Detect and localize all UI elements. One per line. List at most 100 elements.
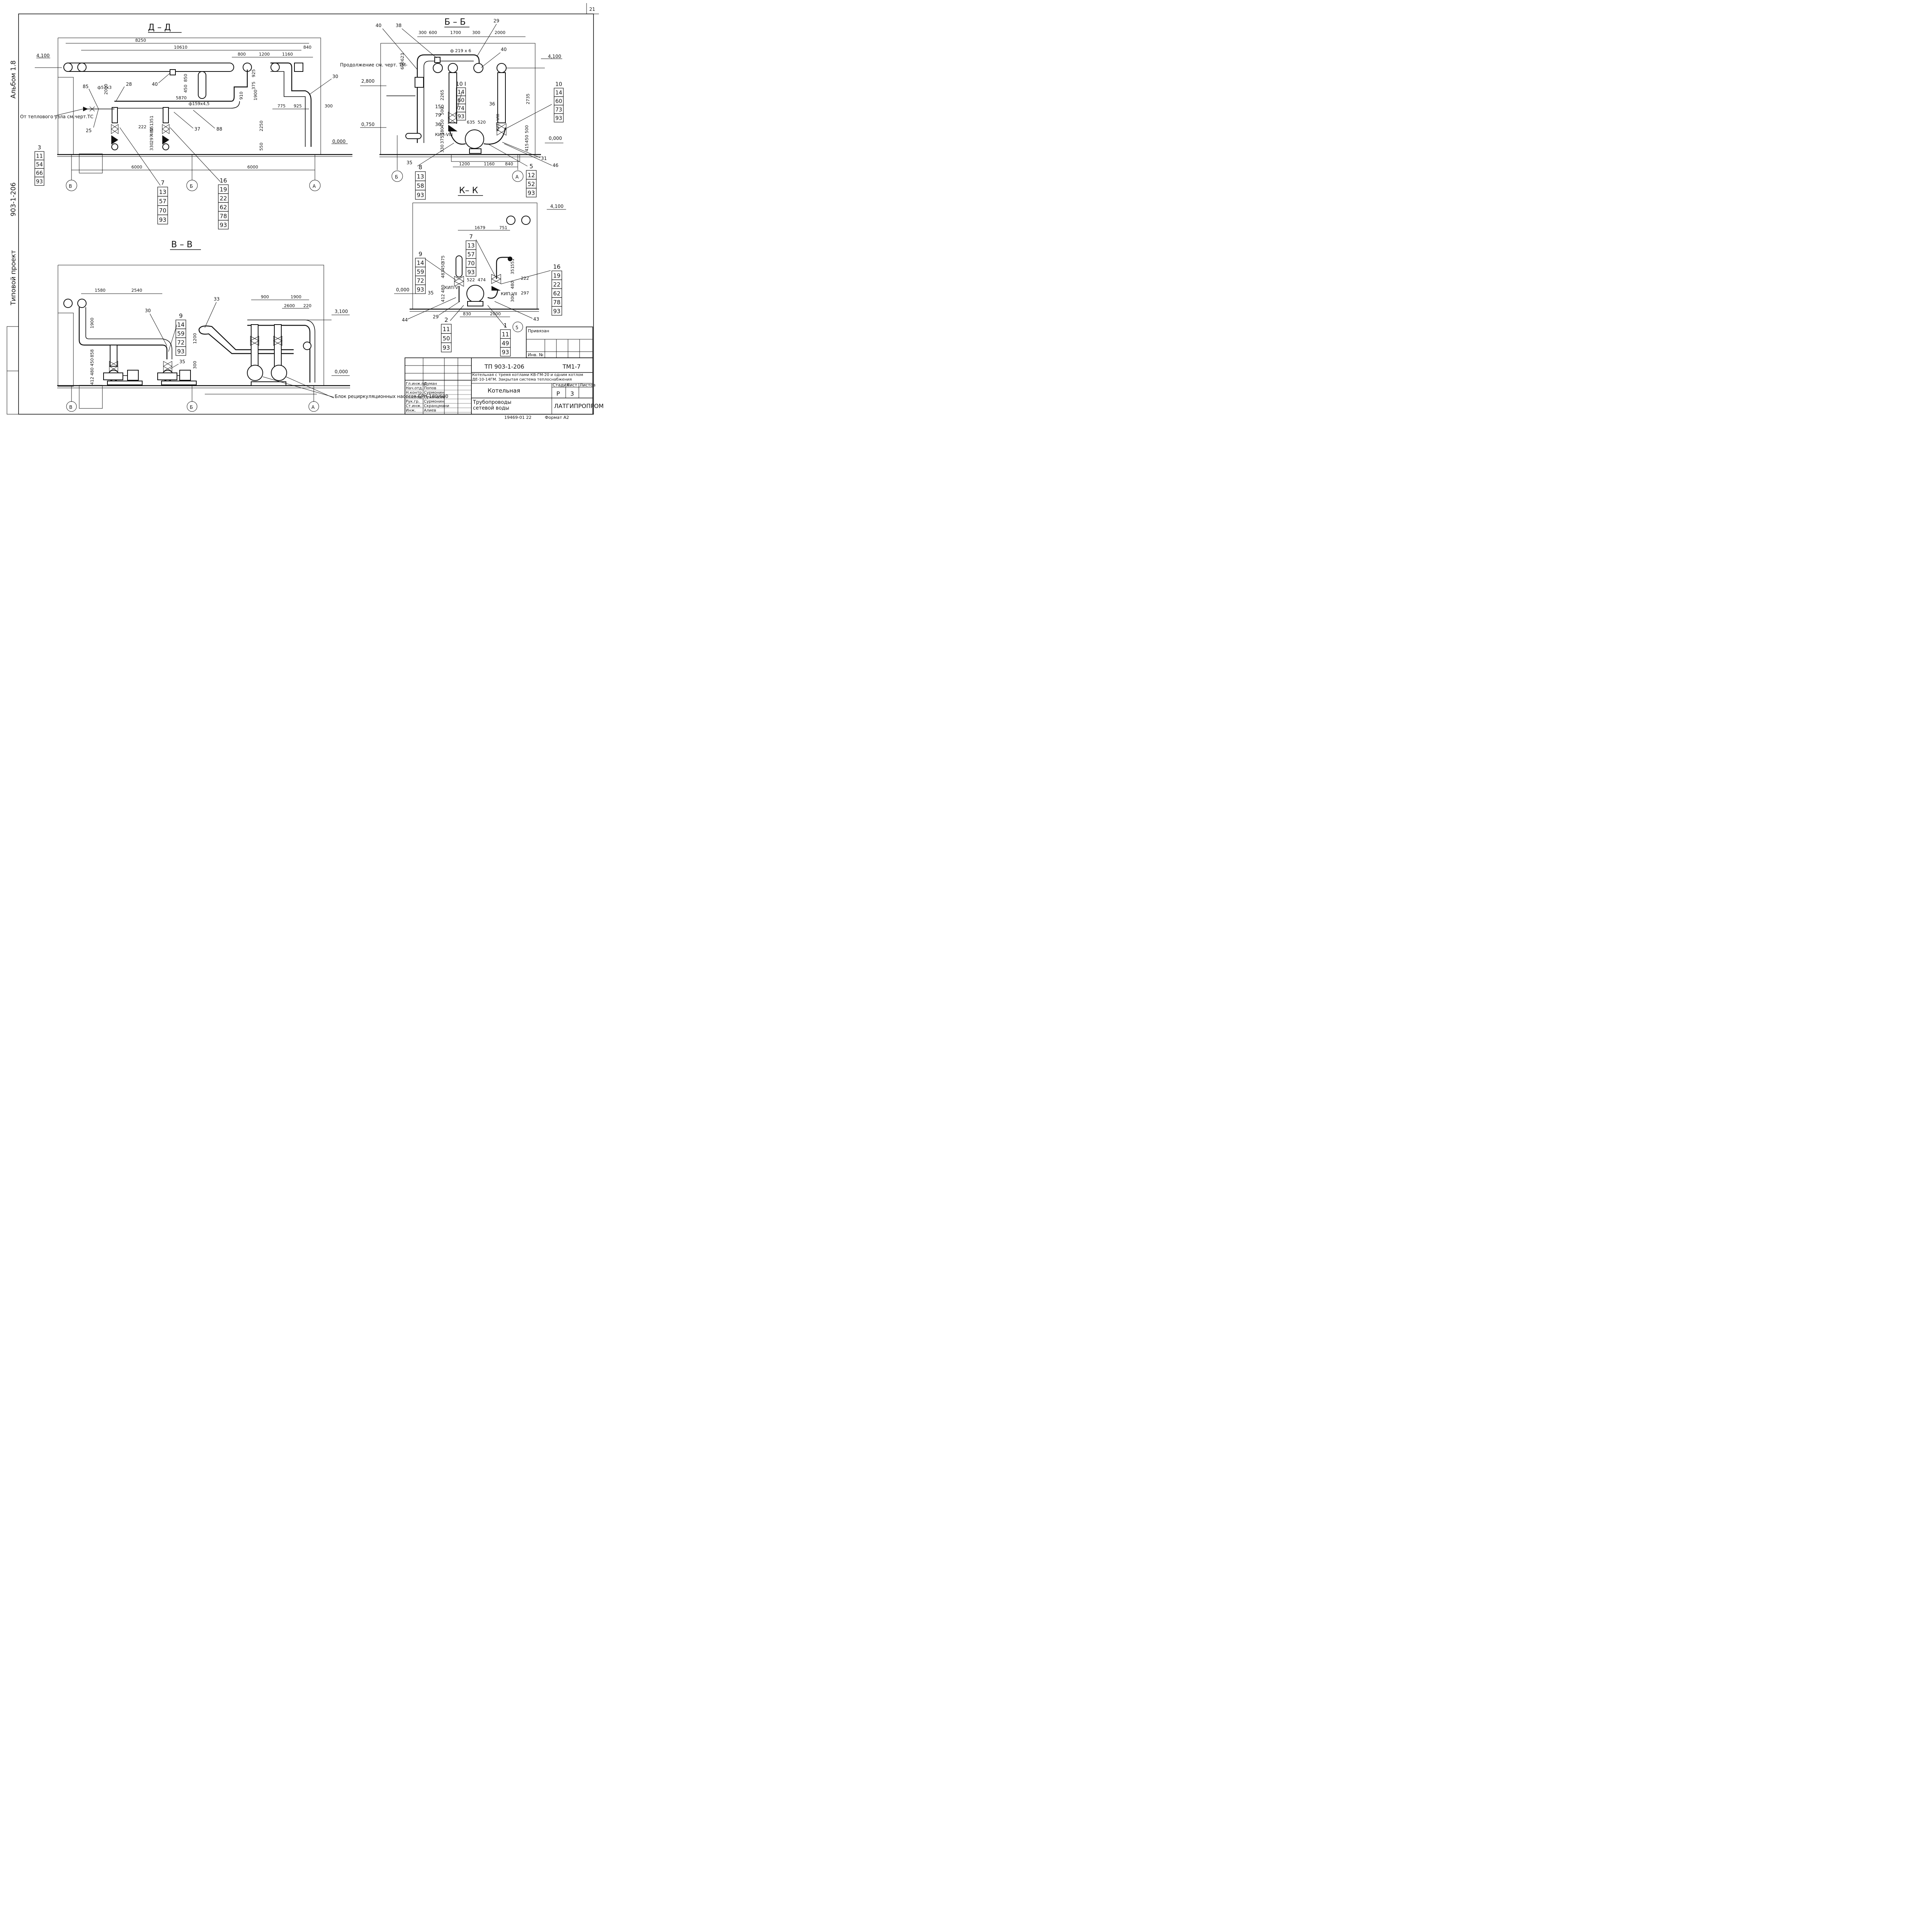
svg-text:480: 480 — [90, 367, 95, 376]
svg-text:222: 222 — [138, 124, 146, 129]
stack-label: 70 — [467, 260, 474, 267]
title-block: Привязан Инв. № ТП 903-1-206 ТМ1-7 Котел… — [405, 327, 604, 420]
svg-text:КИП-VIII: КИП-VIII — [495, 114, 500, 131]
svg-text:КИП-V: КИП-V — [444, 285, 458, 290]
svg-text:220: 220 — [303, 303, 311, 308]
svg-text:600: 600 — [400, 61, 405, 70]
section-dd-title: Д – Д — [148, 23, 171, 32]
tb-description: Котельная с тремя котлами КВ-ГМ-20 и одн… — [472, 373, 583, 382]
svg-text:Стадия: Стадия — [553, 383, 569, 388]
svg-text:6000: 6000 — [131, 165, 142, 170]
stack-label: 57 — [467, 251, 474, 258]
svg-text:375: 375 — [440, 255, 446, 264]
svg-text:1200: 1200 — [192, 333, 197, 344]
svg-text:2000: 2000 — [490, 311, 501, 316]
stack-cell — [554, 113, 564, 122]
svg-text:Б: Б — [395, 174, 398, 180]
axis-bubble-a-dd — [309, 180, 321, 191]
svg-text:5870: 5870 — [176, 95, 187, 100]
stack-label: 19 — [219, 186, 227, 193]
svg-text:36: 36 — [489, 101, 495, 107]
axis-bubble-a-vv — [308, 401, 319, 412]
stack-cell — [466, 267, 476, 277]
axis-bubble-v-dd — [66, 180, 77, 191]
svg-text:46: 46 — [553, 163, 558, 168]
stack-label: 10 I — [456, 81, 466, 87]
tb-org: ЛАТГИПРОПРОМ — [554, 403, 604, 410]
svg-text:8250: 8250 — [135, 38, 146, 43]
svg-text:КИП-VIII: КИП-VIII — [435, 132, 453, 137]
svg-text:300: 300 — [418, 30, 427, 35]
svg-text:330: 330 — [440, 145, 445, 153]
stack-label: 93 — [467, 269, 474, 276]
stack-label: 50 — [442, 335, 450, 342]
stack-label: 13 — [417, 173, 424, 180]
stack-label: 62 — [219, 204, 227, 211]
typical-project-label: Типовой проект — [10, 250, 17, 306]
svg-text:297: 297 — [521, 291, 529, 296]
tb-role: Рук.гр. — [406, 400, 420, 404]
tb-name: Сурмонин — [424, 391, 444, 395]
svg-text:10610: 10610 — [174, 45, 187, 50]
svg-text:2000: 2000 — [495, 30, 505, 35]
stack-label: 78 — [553, 299, 560, 306]
svg-text:29: 29 — [433, 314, 439, 320]
svg-text:85: 85 — [83, 84, 88, 89]
svg-text:623: 623 — [400, 53, 405, 61]
tb-role: Гл.инж.пр — [406, 382, 427, 386]
stack-cell — [441, 342, 452, 352]
svg-text:2600: 2600 — [284, 303, 295, 308]
stack-label: 14 — [177, 321, 184, 328]
stack-label: 9 — [179, 312, 183, 319]
svg-text:4,100: 4,100 — [548, 54, 561, 59]
stack-label: 13 — [467, 242, 474, 249]
svg-text:А: А — [311, 405, 315, 410]
valve-group-left-dd — [111, 107, 119, 150]
note-continuation: Продолжение см. черт. ТМ- — [340, 62, 407, 68]
label-stack-7-kk: 7 13 57 70 93 — [466, 233, 476, 277]
svg-text:450: 450 — [524, 135, 529, 143]
svg-text:800: 800 — [238, 52, 246, 57]
stack-cell — [551, 306, 562, 316]
svg-text:ф159х4,5: ф159х4,5 — [189, 101, 209, 106]
svg-text:1900: 1900 — [90, 318, 95, 328]
stack-label: 70 — [159, 207, 166, 214]
svg-text:30: 30 — [145, 308, 151, 313]
svg-text:480: 480 — [440, 285, 446, 293]
stack-label: 7 — [469, 233, 473, 240]
svg-text:35: 35 — [406, 160, 412, 165]
stack-label: 93 — [553, 308, 560, 315]
sheet-frame — [18, 14, 594, 415]
svg-text:600: 600 — [429, 30, 437, 35]
stack-label: 13 — [159, 189, 166, 196]
svg-text:0,000: 0,000 — [549, 136, 562, 141]
tb-format: Формат А2 — [545, 415, 569, 420]
svg-text:КИП-VII: КИП-VII — [501, 291, 517, 296]
stack-label: 22 — [219, 195, 227, 202]
svg-text:38: 38 — [396, 23, 401, 28]
stack-label: 1 — [503, 322, 507, 329]
svg-text:4,100: 4,100 — [36, 53, 49, 58]
svg-text:900: 900 — [261, 294, 269, 299]
svg-text:1679: 1679 — [474, 225, 485, 230]
svg-text:300: 300 — [472, 30, 480, 35]
svg-text:29: 29 — [493, 18, 499, 24]
stack-label: 93 — [442, 344, 450, 351]
axis-bubble-5-kk — [512, 321, 523, 332]
axis-bubble-b-vv — [187, 401, 197, 412]
svg-text:28: 28 — [126, 82, 132, 87]
tb-stage: Р — [556, 390, 560, 397]
tb-project: ТП 903-1-206 — [484, 363, 524, 370]
pump-vv-right — [157, 370, 197, 385]
tb-name: Попов — [424, 386, 436, 391]
svg-text:25: 25 — [86, 128, 92, 133]
tb-role: Ст.инж. — [406, 404, 422, 408]
svg-text:500: 500 — [440, 107, 445, 115]
svg-text:2000: 2000 — [104, 84, 109, 95]
